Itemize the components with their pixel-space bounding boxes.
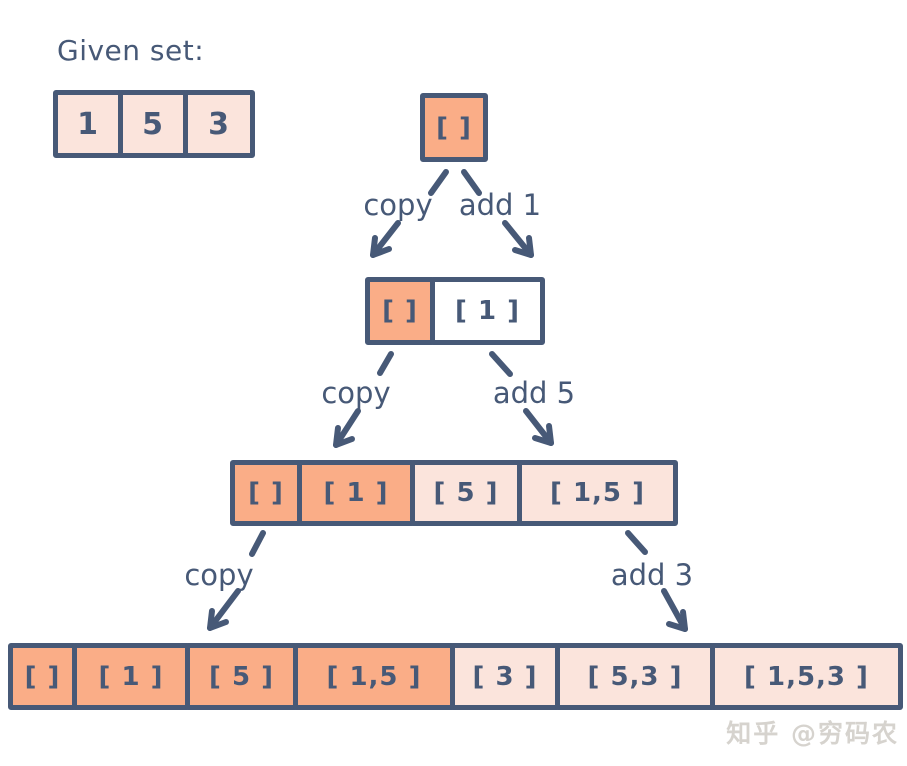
subset-cell: [ 1 ]	[430, 277, 545, 345]
subset-cell: [ 1,5,3 ]	[710, 643, 903, 710]
given-set-array: 1 5 3	[53, 90, 255, 158]
edge-level3-add-arrow	[625, 530, 688, 632]
edge-label-copy-3: copy	[184, 558, 254, 592]
edge-level3-copy-arrow	[207, 530, 266, 631]
edge-label-add-1: add 1	[458, 188, 542, 222]
subset-cell: [ 5 ]	[185, 643, 298, 710]
subset-cell: [ 5,3 ]	[555, 643, 715, 710]
subset-cell: [ 1,5 ]	[517, 460, 678, 526]
edge-label-copy-1: copy	[363, 188, 433, 222]
edge-level2-add-arrow	[489, 351, 554, 446]
subset-cell: [ ]	[230, 460, 302, 526]
subset-cell: [ 3 ]	[450, 643, 560, 710]
given-set-cell: 1	[53, 90, 123, 158]
subset-cell: [ 1 ]	[72, 643, 190, 710]
given-set-cell: 3	[183, 90, 255, 158]
given-set-cell: 5	[118, 90, 188, 158]
subsets-row-level3: [ ] [ 1 ] [ 5 ] [ 1,5 ] [ 3 ] [ 5,3 ] [ …	[8, 643, 903, 710]
subsets-row-level1: [ ] [ 1 ]	[365, 277, 545, 345]
zhihu-watermark: 知乎 @穷码农	[726, 719, 899, 748]
edge-level1-add-arrow	[461, 169, 534, 258]
subset-cell: [ 1,5 ]	[293, 643, 455, 710]
edge-label-copy-2: copy	[321, 376, 391, 410]
tree-root: [ ]	[420, 93, 488, 162]
edge-label-add-3: add 3	[610, 558, 694, 592]
subset-cell: [ 1 ]	[297, 460, 415, 526]
subset-cell: [ 5 ]	[410, 460, 522, 526]
subset-cell: [ ]	[8, 643, 77, 710]
subset-cell: [ ]	[420, 93, 488, 162]
subsets-row-level2: [ ] [ 1 ] [ 5 ] [ 1,5 ]	[230, 460, 678, 526]
edge-label-add-2: add 5	[492, 376, 576, 410]
edge-level2-copy-arrow	[333, 351, 394, 448]
subset-cell: [ ]	[365, 277, 435, 345]
edge-level1-copy-arrow	[370, 169, 449, 258]
given-set-title: Given set:	[57, 34, 205, 67]
